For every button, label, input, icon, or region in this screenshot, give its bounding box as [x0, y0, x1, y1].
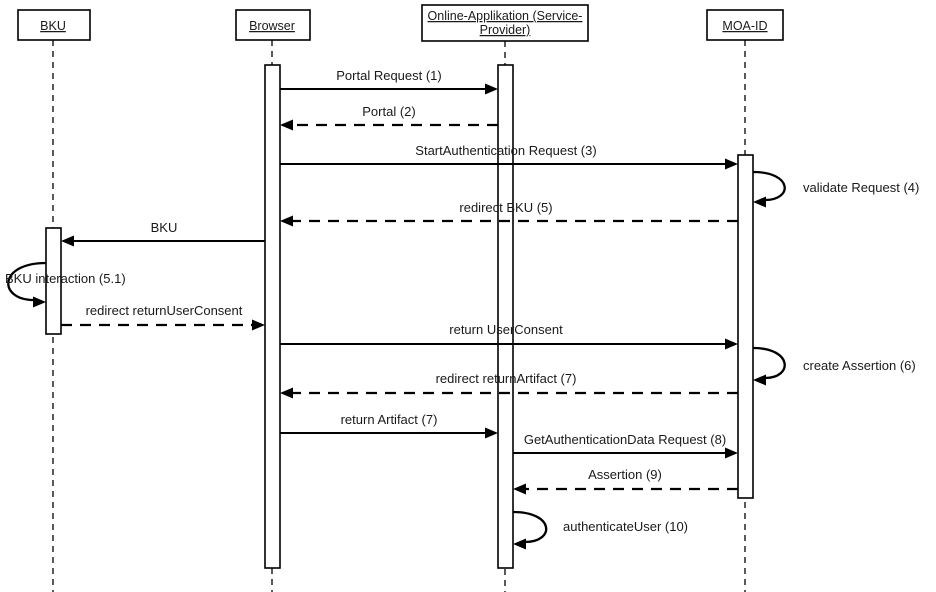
message-moaid-to-browser[interactable]: redirect returnArtifact (7) [280, 371, 738, 399]
activation-bars-group [45, 64, 754, 569]
message-browser-to-bku[interactable]: BKU [61, 220, 265, 247]
message-label: redirect returnUserConsent [86, 303, 243, 318]
arrowhead-icon [485, 83, 498, 95]
message-moaid-to-oa[interactable]: Assertion (9) [513, 467, 738, 495]
message-browser-to-oa[interactable]: Portal Request (1) [280, 68, 498, 95]
arrowhead-icon [33, 296, 46, 308]
message-label: Portal Request (1) [336, 68, 442, 83]
message-oa-to-browser[interactable]: Portal (2) [280, 104, 498, 131]
arrowhead-icon [280, 119, 293, 131]
self-message-moaid[interactable]: validate Request (4) [752, 170, 919, 208]
message-label: GetAuthenticationData Request (8) [524, 432, 726, 447]
self-message-moaid[interactable]: create Assertion (6) [752, 346, 916, 386]
actor-box-oa[interactable]: Online-Applikation (Service-Provider) [421, 4, 589, 42]
message-moaid-to-browser[interactable]: redirect BKU (5) [280, 200, 738, 227]
arrowhead-icon [252, 319, 265, 331]
activation-bar-oa [497, 64, 514, 569]
actor-label-oa-line2: Provider) [480, 23, 531, 37]
arrowhead-icon [513, 483, 526, 495]
message-bku-to-browser[interactable]: redirect returnUserConsent [61, 303, 265, 331]
actor-label-oa-line1: Online-Applikation (Service- [428, 9, 583, 23]
arrowhead-icon [725, 338, 738, 350]
self-message-oa[interactable]: authenticateUser (10) [512, 510, 688, 550]
message-browser-to-oa[interactable]: return Artifact (7) [280, 412, 498, 439]
actor-label-browser: Browser [249, 19, 295, 33]
self-messages-group: validate Request (4) BKU interaction (5.1… [5, 170, 919, 550]
actor-box-moaid[interactable]: MOA-ID [706, 9, 784, 41]
arrowhead-icon [513, 538, 526, 550]
message-label: redirect returnArtifact (7) [436, 371, 577, 386]
self-message-label: BKU interaction (5.1) [5, 271, 126, 286]
arrowhead-icon [753, 196, 766, 208]
arrowhead-icon [753, 374, 766, 386]
message-label: return UserConsent [449, 322, 563, 337]
message-label: redirect BKU (5) [459, 200, 552, 215]
actor-label-bku: BKU [40, 19, 66, 33]
self-message-label: create Assertion (6) [803, 358, 916, 373]
message-browser-to-moaid[interactable]: return UserConsent [280, 322, 738, 350]
messages-group: Portal Request (1) Portal (2) StartAuthent… [61, 68, 738, 495]
activation-bar-moaid [737, 154, 754, 499]
self-message-bku[interactable]: BKU interaction (5.1) [5, 261, 126, 308]
arrowhead-icon [485, 427, 498, 439]
message-label: Assertion (9) [588, 467, 662, 482]
actor-label-moaid: MOA-ID [722, 19, 767, 33]
actor-box-browser[interactable]: Browser [235, 9, 311, 41]
message-oa-to-moaid[interactable]: GetAuthenticationData Request (8) [513, 432, 738, 459]
message-label: StartAuthentication Request (3) [415, 143, 596, 158]
actor-boxes-group: BKU Browser Online-Applikation (Service-Pr… [17, 4, 784, 42]
actor-box-bku[interactable]: BKU [17, 9, 91, 41]
arrowhead-icon [725, 158, 738, 170]
arrowhead-icon [280, 387, 293, 399]
activation-bar-browser [264, 64, 281, 569]
arrowhead-icon [280, 215, 293, 227]
arrowhead-icon [61, 235, 74, 247]
self-message-label: validate Request (4) [803, 180, 919, 195]
message-label: return Artifact (7) [341, 412, 438, 427]
message-label: Portal (2) [362, 104, 415, 119]
activation-bar-bku [45, 227, 62, 335]
self-message-label: authenticateUser (10) [563, 519, 688, 534]
arrowhead-icon [725, 447, 738, 459]
message-browser-to-moaid[interactable]: StartAuthentication Request (3) [280, 143, 738, 170]
message-label: BKU [151, 220, 178, 235]
